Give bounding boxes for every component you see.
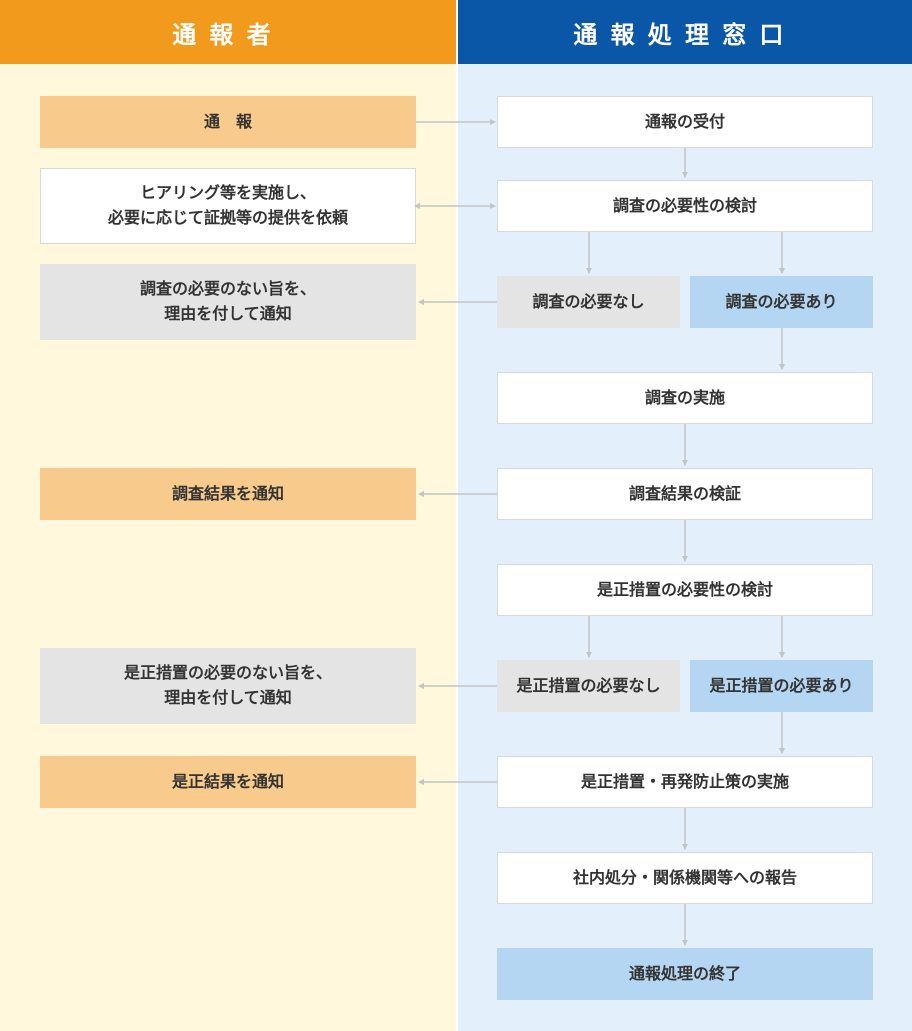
report-internal-label: 社内処分・関係機関等への報告 [572,867,797,887]
receipt-label: 通報の受付 [644,111,725,131]
investigation-needed-box: 調査の必要あり [690,276,873,328]
correction-result-notice-box: 是正結果を通知 [40,756,416,808]
hearing-box: ヒアリング等を実施し、 必要に応じて証拠等の提供を依頼 [40,168,416,244]
correction-not-needed-box: 是正措置の必要なし [497,660,680,712]
correction-needed-box: 是正措置の必要あり [690,660,873,712]
investigation-needed-label: 調査の必要あり [725,291,838,311]
verify-results-box: 調査結果の検証 [497,468,873,520]
no-correction-notice-box: 是正措置の必要のない旨を、 理由を付して通知 [40,648,416,724]
implement-correction-box: 是正措置・再発防止策の実施 [497,756,873,808]
correction-not-needed-label: 是正措置の必要なし [516,675,661,695]
implement-correction-label: 是正措置・再発防止策の実施 [580,771,789,791]
report-internal-box: 社内処分・関係機関等への報告 [497,852,873,904]
investigation-result-notice-box: 調査結果を通知 [40,468,416,520]
receipt-box: 通報の受付 [497,96,873,148]
conduct-investigation-label: 調査の実施 [644,387,725,407]
no-correction-notice-label: 是正措置の必要のない旨を、 理由を付して通知 [123,663,332,707]
conduct-investigation-box: 調査の実施 [497,372,873,424]
review-correction-label: 是正措置の必要性の検討 [596,579,773,599]
end-processing-box: 通報処理の終了 [497,948,873,1000]
investigation-result-notice-label: 調査結果を通知 [171,483,284,503]
correction-needed-label: 是正措置の必要あり [709,675,854,695]
verify-results-label: 調査結果の検証 [628,483,741,503]
review-investigation-box: 調査の必要性の検討 [497,180,873,232]
investigation-not-needed-box: 調査の必要なし [497,276,680,328]
report-box: 通 報 [40,96,416,148]
investigation-not-needed-label: 調査の必要なし [532,291,645,311]
no-investigation-notice-box: 調査の必要のない旨を、 理由を付して通知 [40,264,416,340]
hearing-label: ヒアリング等を実施し、 必要に応じて証拠等の提供を依頼 [107,183,348,227]
review-correction-box: 是正措置の必要性の検討 [497,564,873,616]
no-investigation-notice-label: 調査の必要のない旨を、 理由を付して通知 [139,279,316,323]
report-label: 通 報 [203,111,252,131]
correction-result-notice-label: 是正結果を通知 [171,771,284,791]
desk-header: 通報処理窓口 [458,0,912,64]
end-processing-label: 通報処理の終了 [628,963,741,983]
reporter-header: 通報者 [0,0,456,64]
review-investigation-label: 調査の必要性の検討 [612,195,757,215]
